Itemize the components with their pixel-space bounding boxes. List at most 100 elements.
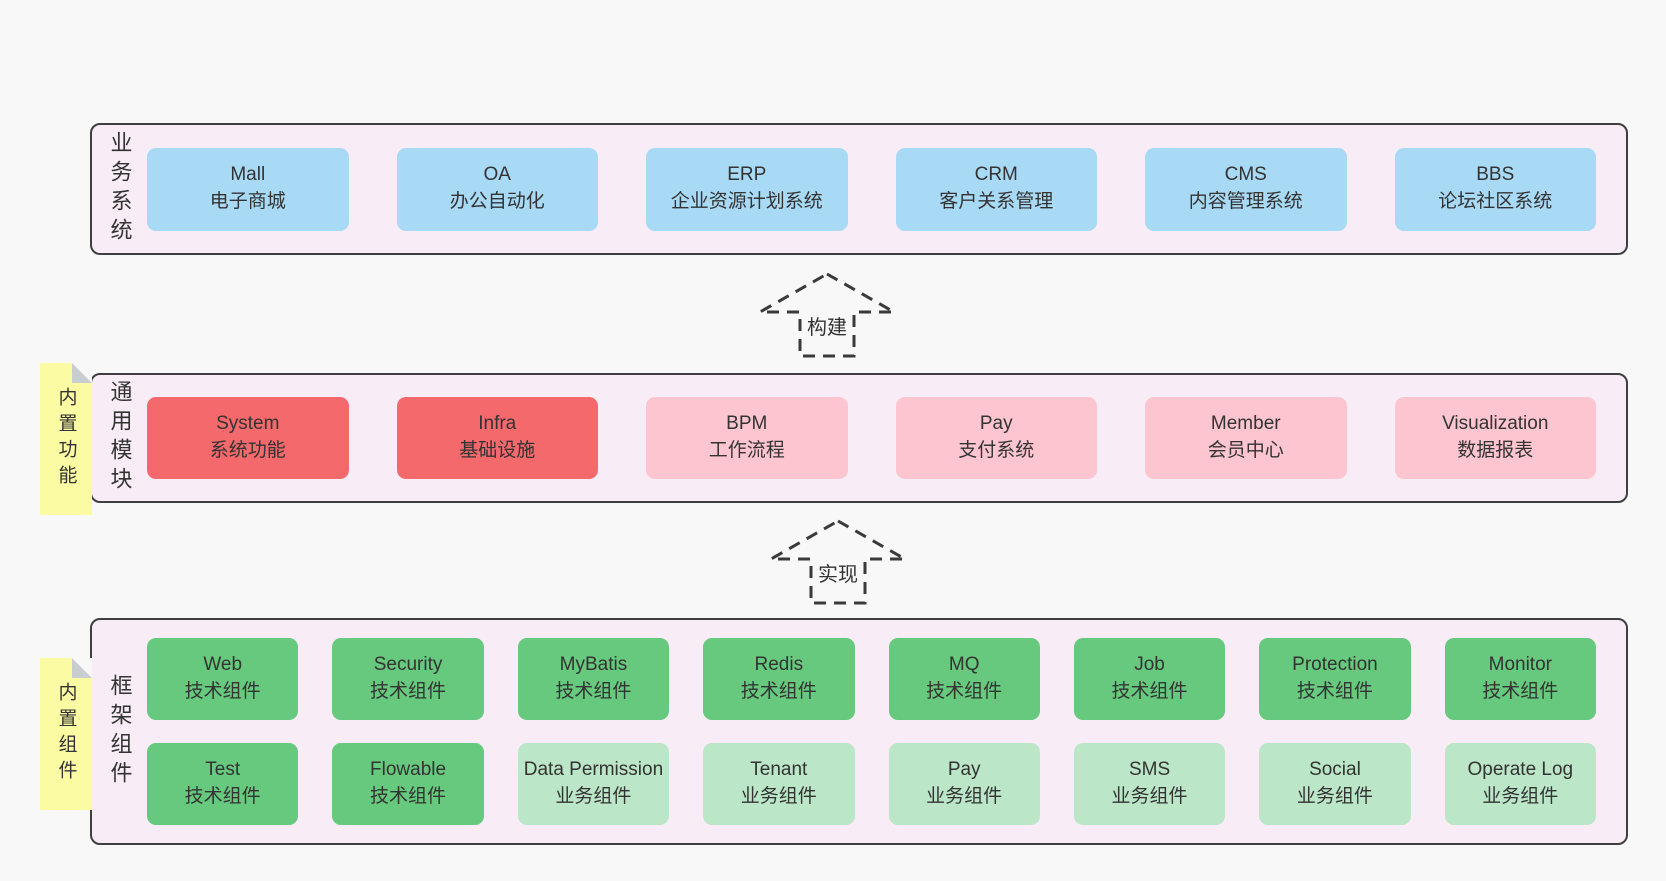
note-fold-corner [72,658,92,678]
box-bpm-title: BPM [726,413,768,435]
box-crm-title: CRM [974,164,1018,186]
box-tenant: Tenant 业务组件 [703,743,855,825]
business-boxes: Mall 电子商城 OA 办公自动化 ERP 企业资源计划系统 CRM 客户关系… [147,125,1626,253]
box-monitor: Monitor 技术组件 [1444,638,1596,720]
section-modules: 通用模块 System 系统功能 Infra 基础设施 BPM 工作流程 Pay… [90,373,1628,503]
box-test-desc: 技术组件 [184,786,261,807]
box-infra-desc: 基础设施 [459,440,536,461]
box-sms: SMS 业务组件 [1073,743,1226,825]
box-member: Member 会员中心 [1145,397,1347,479]
box-system: System 系统功能 [147,397,349,479]
box-social-desc: 业务组件 [1296,786,1373,807]
box-mall-title: Mall [230,164,266,186]
section-business: 业务系统 Mall 电子商城 OA 办公自动化 ERP 企业资源计划系统 CRM… [90,123,1628,255]
box-crm: CRM 客户关系管理 [895,147,1097,231]
arrow-build-label: 构建 [802,309,852,342]
note-built-in-features: 内置功能 [40,363,92,515]
modules-boxes: System 系统功能 Infra 基础设施 BPM 工作流程 Pay 支付系统… [147,375,1626,501]
box-operate-log-desc: 业务组件 [1482,786,1559,807]
note-built-in-components-label: 内置组件 [55,682,77,786]
box-redis-title: Redis [754,654,804,676]
box-redis: Redis 技术组件 [703,638,855,720]
box-job: Job 技术组件 [1073,638,1226,720]
box-pay: Pay 支付系统 [895,397,1097,479]
note-built-in-features-label: 内置功能 [55,387,77,491]
box-redis-desc: 技术组件 [740,681,817,702]
box-visualization-title: Visualization [1442,413,1549,435]
modules-section-label: 通用模块 [107,380,133,496]
arrow-implement: 实现 [768,518,908,606]
box-monitor-desc: 技术组件 [1482,681,1559,702]
box-pay-biz-desc: 业务组件 [926,786,1003,807]
framework-row-2: Test 技术组件 Flowable 技术组件 Data Permission … [147,743,1596,825]
box-mq-title: MQ [948,654,980,676]
box-operate-log-title: Operate Log [1467,759,1574,781]
box-pay-biz: Pay 业务组件 [888,743,1040,825]
box-data-permission-desc: 业务组件 [555,786,632,807]
box-cms-desc: 内容管理系统 [1188,191,1303,212]
box-infra: Infra 基础设施 [396,397,598,479]
box-bpm: BPM 工作流程 [646,397,848,479]
box-mall: Mall 电子商城 [147,147,349,231]
box-pay-biz-title: Pay [947,759,981,781]
box-data-permission-title: Data Permission [523,759,664,781]
box-cms: CMS 内容管理系统 [1145,147,1347,231]
box-sms-desc: 业务组件 [1111,786,1188,807]
box-visualization: Visualization 数据报表 [1394,397,1596,479]
box-erp-desc: 企业资源计划系统 [670,191,823,212]
box-bbs-title: BBS [1476,164,1515,186]
arrow-implement-shape [768,519,908,605]
box-protection-desc: 技术组件 [1296,681,1373,702]
box-mybatis: MyBatis 技术组件 [517,638,670,720]
box-crm-desc: 客户关系管理 [939,191,1054,212]
box-test: Test 技术组件 [147,743,299,825]
box-protection-title: Protection [1292,654,1378,676]
framework-boxes: Web 技术组件 Security 技术组件 MyBatis 技术组件 Redi… [147,620,1626,843]
arrow-build-shape [757,272,897,358]
box-bpm-desc: 工作流程 [708,440,785,461]
arrow-build: 构建 [757,271,897,359]
box-member-title: Member [1210,413,1281,435]
box-system-desc: 系统功能 [209,440,286,461]
box-system-title: System [216,413,280,435]
box-mq-desc: 技术组件 [926,681,1003,702]
box-infra-title: Infra [478,413,517,435]
box-bbs-desc: 论坛社区系统 [1438,191,1553,212]
box-test-title: Test [205,759,241,781]
box-social-title: Social [1309,759,1361,781]
note-built-in-components: 内置组件 [40,658,92,810]
box-member-desc: 会员中心 [1207,440,1284,461]
box-cms-title: CMS [1224,164,1267,186]
box-mybatis-title: MyBatis [559,654,628,676]
box-flowable: Flowable 技术组件 [332,743,484,825]
box-monitor-title: Monitor [1488,654,1552,676]
box-job-desc: 技术组件 [1111,681,1188,702]
note-fold-corner [72,363,92,383]
box-social: Social 业务组件 [1259,743,1411,825]
box-web-desc: 技术组件 [184,681,261,702]
business-section-label: 业务系统 [107,131,133,247]
framework-row-1: Web 技术组件 Security 技术组件 MyBatis 技术组件 Redi… [147,638,1596,720]
section-framework: 框架组件 Web 技术组件 Security 技术组件 MyBatis 技术组件… [90,618,1628,845]
box-sms-title: SMS [1128,759,1171,781]
box-protection: Protection 技术组件 [1259,638,1411,720]
box-security-title: Security [373,654,443,676]
arrow-implement-label: 实现 [813,556,863,589]
box-security: Security 技术组件 [332,638,484,720]
box-data-permission: Data Permission 业务组件 [517,743,670,825]
box-security-desc: 技术组件 [370,681,447,702]
box-oa: OA 办公自动化 [396,147,598,231]
box-mq: MQ 技术组件 [888,638,1040,720]
box-oa-desc: 办公自动化 [449,191,545,212]
box-erp: ERP 企业资源计划系统 [646,147,848,231]
box-erp-title: ERP [727,164,767,186]
box-job-title: Job [1134,654,1165,676]
box-tenant-desc: 业务组件 [740,786,817,807]
box-visualization-desc: 数据报表 [1457,440,1534,461]
box-mall-desc: 电子商城 [209,191,286,212]
box-bbs: BBS 论坛社区系统 [1394,147,1596,231]
box-flowable-title: Flowable [370,759,447,781]
box-pay-desc: 支付系统 [958,440,1035,461]
box-pay-title: Pay [979,413,1013,435]
